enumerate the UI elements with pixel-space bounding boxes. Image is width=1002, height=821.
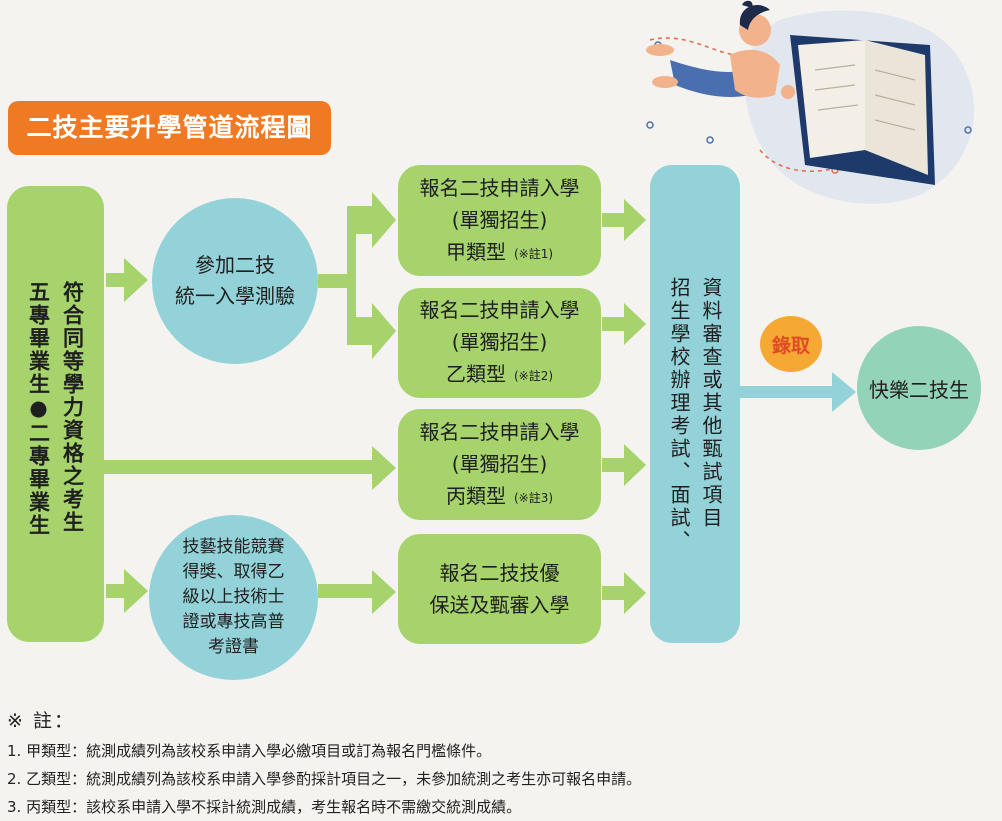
screening-line-2: 招生學校辦理考試、面試、 — [667, 277, 691, 553]
arrow-c-to-right — [602, 444, 646, 486]
box-line-1: 報名二技申請入學 — [419, 175, 580, 200]
box-line-1: 報名二技申請入學 — [419, 298, 580, 322]
page-title: 二技主要升學管道流程圖 — [8, 101, 331, 155]
arrow-exam-split — [318, 192, 396, 359]
skills-line: 證或專技高普 — [182, 612, 285, 632]
exam-line-1: 參加二技 — [195, 253, 275, 277]
arrow-left-to-exam — [106, 258, 148, 302]
final-label: 快樂二技生 — [869, 377, 969, 402]
arrow-skills-to-d — [318, 570, 396, 614]
arrow-left-to-c — [104, 446, 396, 490]
skills-circle: 技藝技能競賽 得獎、取得乙 級以上技術士 證或專技高普 考證書 — [149, 515, 318, 680]
box-line-1: 報名二技技優 — [439, 561, 560, 585]
note-item: 2. 乙類型：統測成績列為該校系申請入學參酌採計項目之一，未參加統測之考生亦可報… — [7, 770, 642, 788]
box-line-2: (單獨招生) — [451, 207, 548, 232]
notes-title: ※ 註： — [7, 710, 75, 732]
exam-circle: 參加二技 統一入學測驗 — [152, 198, 318, 364]
box-type: 甲類型 — [445, 239, 506, 264]
final-circle: 快樂二技生 — [857, 326, 981, 450]
admit-badge: 錄取 — [760, 316, 822, 372]
screening-line-1: 資料審查或其他甄試項目 — [699, 277, 723, 530]
apply-box-type-c: 報名二技申請入學 (單獨招生) 丙類型 (※註3) — [398, 409, 601, 520]
skills-line: 級以上技術士 — [182, 587, 285, 607]
box-type: 丙類型 — [445, 483, 506, 508]
box-note: (※註3) — [513, 490, 554, 505]
skills-line: 得獎、取得乙 — [182, 562, 285, 582]
box-line-2: (單獨招生) — [451, 330, 548, 354]
skills-line: 考證書 — [208, 637, 259, 657]
apply-box-type-a: 報名二技申請入學 (單獨招生) 甲類型 (※註1) — [398, 165, 601, 276]
eligibility-line-2: 五專畢業生●二專畢業生 — [26, 281, 51, 537]
skills-apply-box: 報名二技技優 保送及甄審入學 — [398, 534, 601, 644]
eligibility-line-1: 符合同等學力資格之考生 — [60, 281, 85, 534]
exam-line-2: 統一入學測驗 — [175, 284, 295, 308]
arrow-left-to-skills — [106, 569, 148, 613]
note-item: 3. 丙類型：該校系申請入學不採計統測成績，考生報名時不需繳交統測成績。 — [7, 798, 522, 816]
note-item: 1. 甲類型：統測成績列為該校系申請入學必繳項目或訂為報名門檻條件。 — [7, 742, 492, 760]
box-note: (※註2) — [513, 369, 554, 383]
apply-box-type-b: 報名二技申請入學 (單獨招生) 乙類型 (※註2) — [398, 288, 601, 398]
screening-box: 資料審查或其他甄試項目 招生學校辦理考試、面試、 — [650, 165, 740, 643]
arrow-b-to-right — [602, 303, 646, 345]
box-type: 乙類型 — [445, 362, 506, 386]
arrow-a-to-right — [602, 199, 646, 241]
arrow-right-to-final — [740, 372, 856, 412]
skills-line: 技藝技能競賽 — [182, 537, 285, 557]
box-note: (※註1) — [513, 246, 554, 261]
arrow-d-to-right — [602, 572, 646, 614]
box-line-2: 保送及甄審入學 — [429, 593, 570, 617]
box-line-2: (單獨招生) — [451, 451, 548, 476]
box-line-1: 報名二技申請入學 — [419, 419, 580, 444]
notes-section: ※ 註： 1. 甲類型：統測成績列為該校系申請入學必繳項目或訂為報名門檻條件。 … — [7, 707, 987, 821]
eligibility-box: 符合同等學力資格之考生 五專畢業生●二專畢業生 — [7, 186, 104, 642]
reading-girl-illustration — [646, 0, 975, 204]
